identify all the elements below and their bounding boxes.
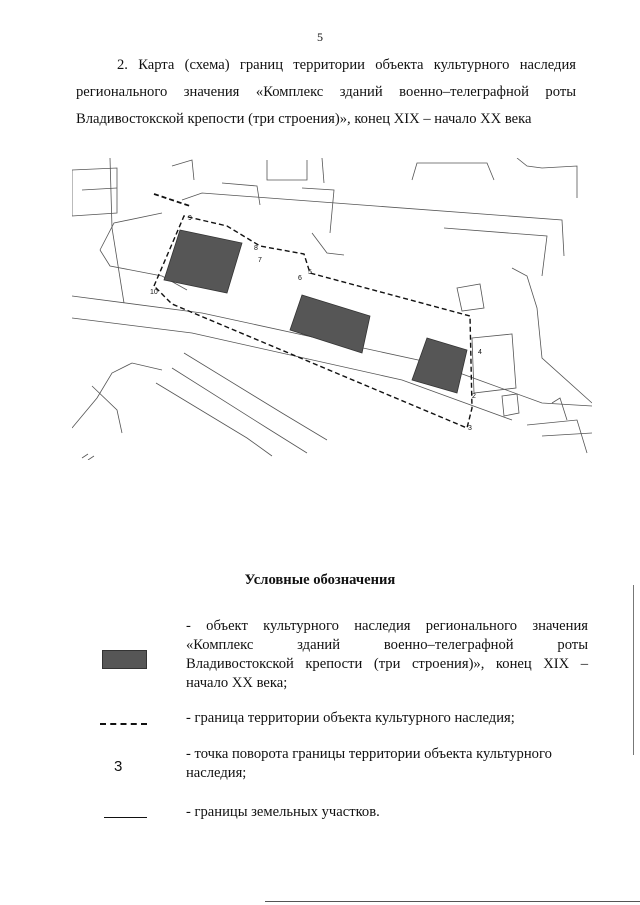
legend-land-line: - границы земельных участков.: [186, 804, 380, 820]
legend-title: Условные обозначения: [244, 572, 396, 588]
legend-land-text: - границы земельных участков.: [186, 803, 588, 822]
point-label-6: 6: [298, 275, 302, 282]
legend-heritage-symbol: [102, 650, 147, 669]
bottom-edge-line: [265, 901, 640, 902]
boundary-map: 2 3 4 5 6 7 8 9 10: [72, 158, 592, 460]
legend-land-symbol: [104, 817, 147, 818]
point-label-3: 3: [468, 425, 472, 432]
legend-point-symbol: 3: [114, 758, 123, 775]
heading-line-1: 2. Карта (схема) границ территории объек…: [117, 57, 576, 73]
point-label-2: 2: [472, 393, 476, 400]
right-edge-mark: [633, 585, 634, 755]
heritage-boundary-line: [153, 215, 473, 429]
point-label-9: 9: [188, 215, 192, 222]
legend-heritage-line-3: Владивостокской крепости (три строения)»…: [186, 656, 588, 672]
legend-point-text: - точка поворота границы территории объе…: [186, 745, 588, 783]
point-label-10: 10: [150, 289, 158, 296]
heritage-building-2: [289, 294, 371, 354]
heritage-building-1: [163, 229, 243, 294]
heritage-buildings: [163, 229, 468, 394]
point-label-7: 7: [258, 257, 262, 264]
heritage-building-3: [411, 337, 468, 394]
legend-point-line-2: наследия;: [186, 765, 247, 781]
boundary-segment-top: [153, 193, 191, 207]
legend-heritage-line-2: «Комплекс зданий военно–телеграфной роты: [186, 637, 588, 653]
map-background-lines: [72, 158, 592, 460]
page-number: 5: [317, 30, 323, 44]
heading-line-2: регионального значения «Комплекс зданий …: [76, 84, 576, 100]
legend-heritage-text: - объект культурного наследия региональн…: [186, 617, 588, 693]
map-point-labels: 2 3 4 5 6 7 8 9 10: [150, 215, 482, 432]
legend-boundary-line: - граница территории объекта культурного…: [186, 710, 515, 726]
section-heading: 2. Карта (схема) границ территории объек…: [76, 52, 576, 133]
heading-line-3: Владивостокской крепости (три строения)»…: [76, 111, 532, 127]
legend-point-line-1: - точка поворота границы территории объе…: [186, 746, 552, 762]
legend-heritage-line-1: - объект культурного наследия региональн…: [186, 618, 588, 634]
legend-heritage-line-4: начало XX века;: [186, 675, 288, 691]
point-label-5: 5: [308, 269, 312, 276]
legend-boundary-symbol: [100, 723, 147, 725]
point-label-4: 4: [478, 349, 482, 356]
legend-boundary-text: - граница территории объекта культурного…: [186, 709, 588, 728]
point-label-8: 8: [254, 245, 258, 252]
